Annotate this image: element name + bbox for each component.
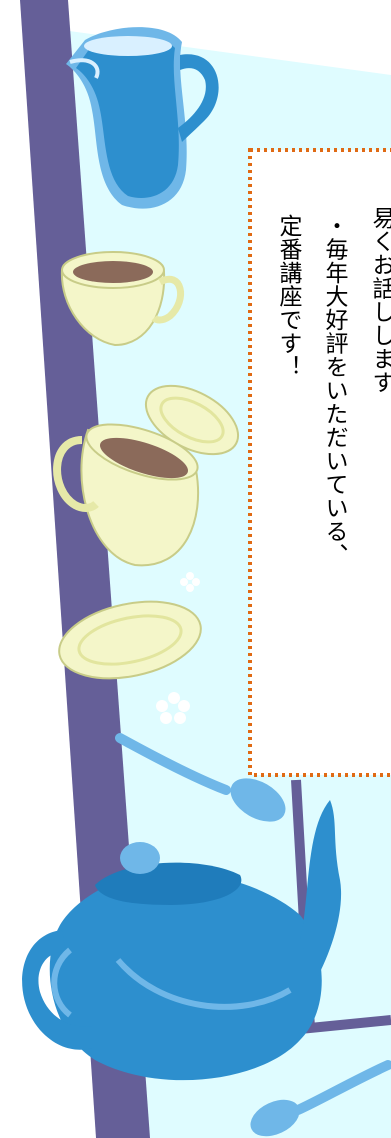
pitcher-icon <box>66 27 219 209</box>
text-line-3: 定番講座です！ <box>275 214 301 379</box>
text-line-1: 易くお話しします <box>368 206 391 394</box>
text-line-2: ・毎年大好評をいただいている、 <box>321 214 347 567</box>
cup-icon <box>53 423 200 567</box>
flower-icon <box>180 572 200 592</box>
flower-icon <box>156 692 190 724</box>
spoon-icon <box>115 733 286 822</box>
cup-icon <box>60 251 184 347</box>
purple-stripe <box>20 0 150 1138</box>
teapot-icon <box>22 800 342 1081</box>
saucer-icon <box>58 600 202 680</box>
frame-line-bottom <box>291 779 391 1034</box>
text-box-frame <box>248 148 391 777</box>
spoon-icon <box>250 1060 391 1137</box>
